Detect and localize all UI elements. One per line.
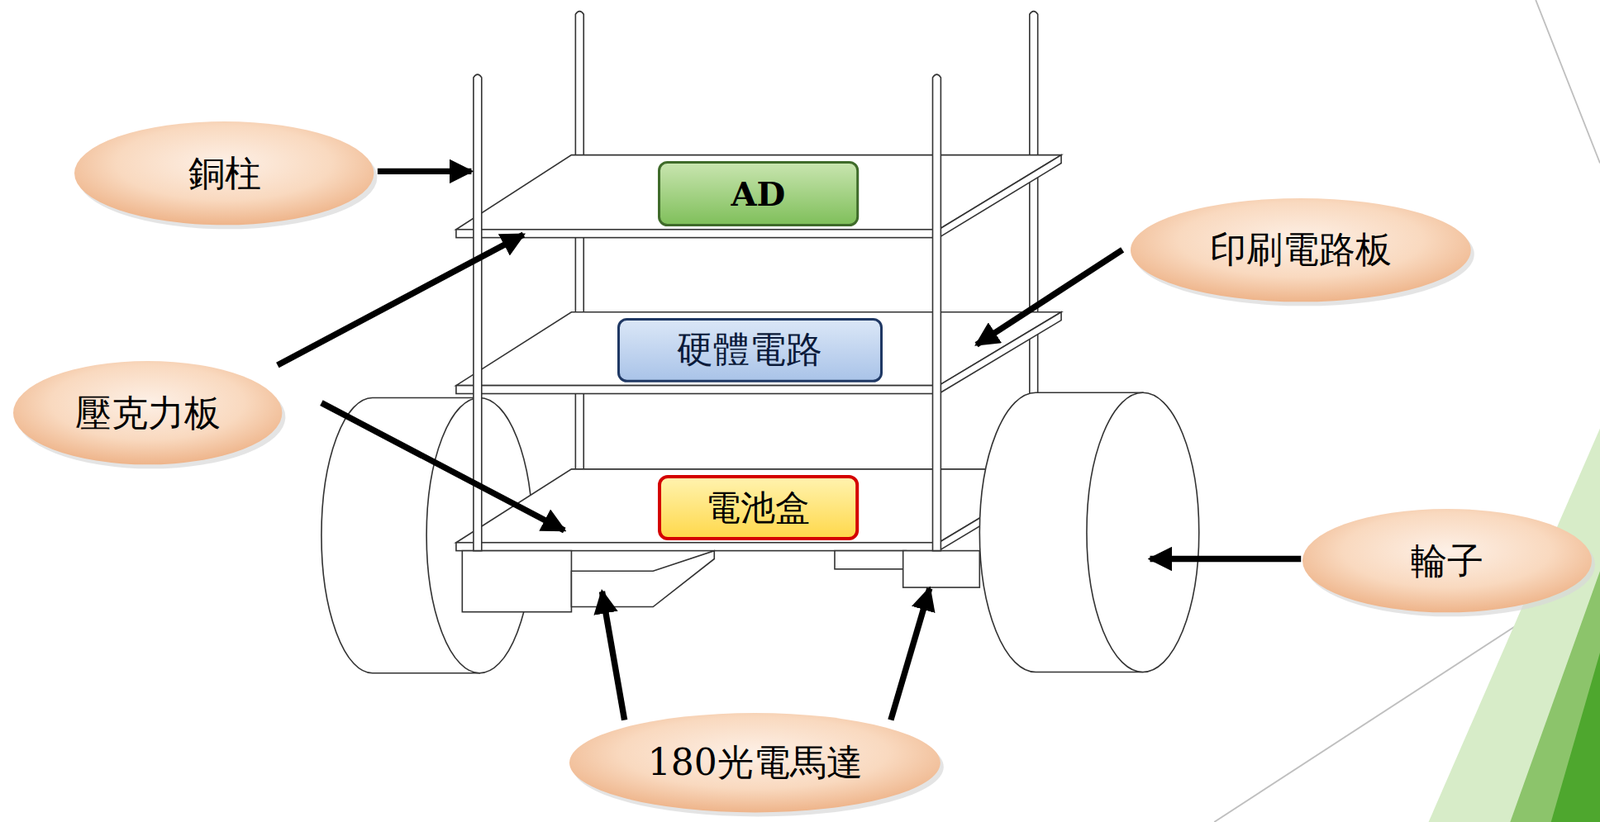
acrylic-plate (456, 469, 1062, 552)
callout-ellipse: 印刷電路板 (1127, 195, 1475, 305)
component-label: AD (731, 176, 786, 213)
callout-label: 輪子 (1410, 541, 1484, 581)
component-label: 硬體電路 (676, 329, 823, 370)
callout-ellipse: 180光電馬達 (566, 709, 944, 816)
callout-label: 銅柱 (188, 153, 262, 194)
callout-ellipse: 銅柱 (71, 118, 377, 229)
acrylic-plate (456, 155, 1062, 395)
callout-label: 180光電馬達 (647, 742, 863, 783)
copper-pillar (575, 11, 1038, 475)
motor (461, 551, 980, 613)
copper-pillar (473, 74, 941, 552)
callout-ellipse: 壓克力板 (9, 357, 286, 468)
callout-label: 壓克力板 (75, 393, 221, 434)
component-box: 硬體電路 (617, 318, 883, 383)
callout-ellipse: 輪子 (1299, 505, 1596, 616)
component-box: 電池盒 (657, 475, 859, 541)
callout-label: 印刷電路板 (1209, 229, 1392, 270)
slide-decoration (1214, 0, 1600, 822)
wheel (979, 392, 1199, 672)
component-box: AD (657, 161, 859, 227)
component-label: 電池盒 (705, 489, 810, 528)
